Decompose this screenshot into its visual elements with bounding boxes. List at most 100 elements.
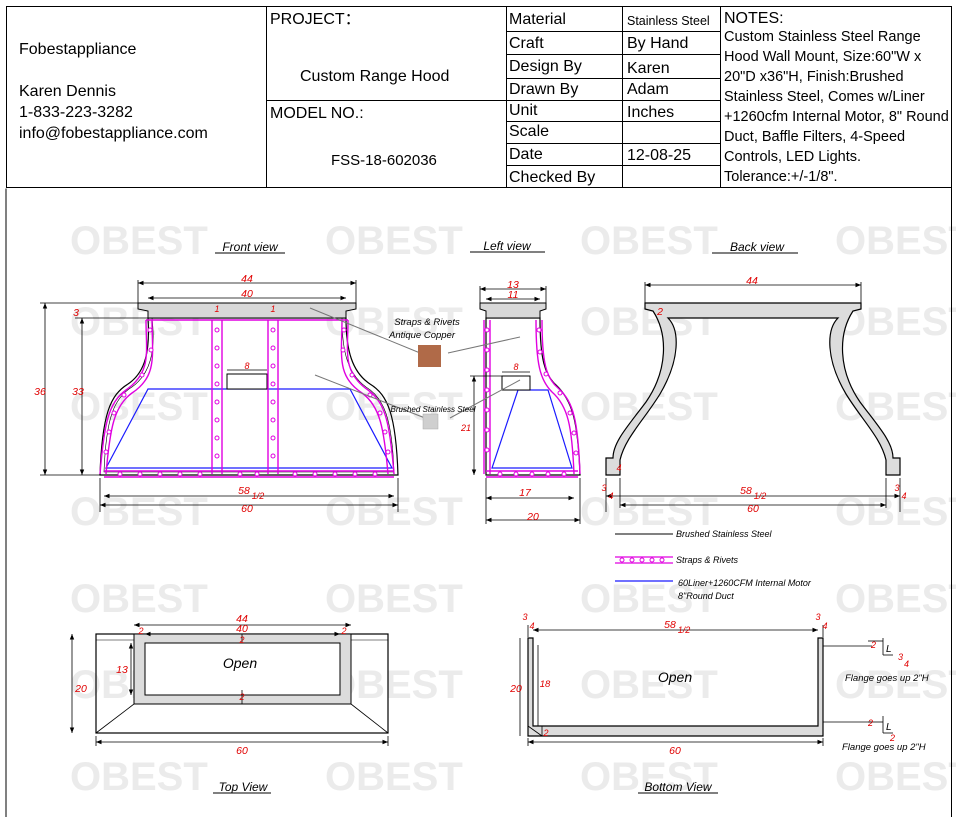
dim-top-inner: 40 bbox=[236, 623, 248, 635]
dim-back-right-fraction-den: 4 bbox=[901, 491, 906, 501]
watermark-text: OBEST bbox=[325, 385, 463, 429]
front-straps bbox=[99, 319, 395, 478]
dim-front-crown-height: 3 bbox=[73, 307, 79, 319]
dim-left-bottom-depth: 20 bbox=[526, 511, 539, 523]
left-view-title: Left view bbox=[483, 239, 532, 253]
dim-top-opening-depth: 13 bbox=[116, 664, 128, 676]
top-view-title: Top View bbox=[219, 780, 269, 794]
dim-bottom-inner: 58 bbox=[664, 619, 676, 631]
dim-bottom-flange: 2 bbox=[542, 728, 548, 738]
legend-straps: Straps & Rivets bbox=[676, 555, 739, 565]
dim-top-center: 2 bbox=[238, 635, 244, 645]
email-address: info@fobestappliance.com bbox=[19, 125, 208, 142]
dim-bottom-left-fraction-num: 3 bbox=[522, 612, 527, 622]
left-view: Left view bbox=[460, 239, 581, 524]
watermark-text: OBEST bbox=[580, 490, 718, 534]
contact-name: Karen Dennis bbox=[19, 83, 116, 100]
watermark-text: OBEST bbox=[835, 755, 956, 799]
callout-straps-finish: Antique Copper bbox=[388, 330, 456, 341]
dim-front-bottom-inner: 58 bbox=[238, 485, 250, 497]
bottom-view-title: Bottom View bbox=[644, 780, 712, 794]
watermark-text: OBEST bbox=[580, 219, 718, 263]
dim-top-left: 2 bbox=[137, 626, 143, 636]
watermark-text: OBEST bbox=[835, 577, 956, 621]
left-rivets bbox=[484, 327, 579, 477]
dim-left-body-depth: 11 bbox=[508, 289, 519, 301]
watermark-layer: OBEST OBEST OBEST OBEST OBEST OBEST OBES… bbox=[70, 219, 956, 799]
left-straps bbox=[483, 319, 581, 478]
watermark-text: OBEST bbox=[70, 755, 208, 799]
legend-duct: 8"Round Duct bbox=[678, 591, 734, 601]
dim-flange-3: 2 bbox=[889, 733, 895, 743]
spec-value-unit: Inches bbox=[627, 104, 675, 121]
project-name: Custom Range Hood bbox=[300, 68, 450, 85]
spec-label-scale: Scale bbox=[509, 123, 550, 140]
bottom-view: 3 4 58 1/2 3 4 20 18 2 60 Open Bottom Vi… bbox=[509, 612, 872, 794]
dim-flange-fraction-den: 4 bbox=[904, 659, 909, 669]
front-view-title: Front view bbox=[222, 240, 279, 254]
front-duct bbox=[226, 373, 268, 390]
spec-value-material: Stainless Steel bbox=[627, 14, 710, 28]
dim-front-width-top: 44 bbox=[241, 273, 253, 285]
watermark-text: OBEST bbox=[325, 755, 463, 799]
flange-note-top: Flange goes up 2"H bbox=[845, 673, 929, 684]
watermark-text: OBEST bbox=[325, 219, 463, 263]
copper-swatch bbox=[418, 345, 441, 367]
watermark-text: OBEST bbox=[70, 219, 208, 263]
watermark-text: OBEST bbox=[580, 577, 718, 621]
legend-liner: 60Liner+1260CFM Internal Motor bbox=[678, 578, 812, 588]
spec-label-unit: Unit bbox=[509, 102, 538, 119]
dim-top-depth: 20 bbox=[74, 683, 87, 695]
top-open-label: Open bbox=[223, 655, 257, 671]
title-block-grid bbox=[5, 6, 952, 817]
dim-back-inner: 58 bbox=[740, 485, 752, 497]
spec-value-date: 12-08-25 bbox=[627, 147, 692, 164]
back-hood-frame bbox=[605, 302, 901, 476]
dim-back-right-fraction-num: 3 bbox=[894, 483, 899, 493]
watermark-text: OBEST bbox=[325, 577, 463, 621]
watermark-text: OBEST bbox=[325, 490, 463, 534]
dim-front-bottom-width: 60 bbox=[241, 503, 253, 515]
bottom-open-label: Open bbox=[658, 669, 692, 685]
dim-flange-fraction-num: 3 bbox=[898, 652, 903, 662]
model-label: MODEL NO.: bbox=[270, 105, 364, 122]
dim-bottom-inner-fraction: 1/2 bbox=[678, 625, 691, 635]
dim-front-strap-width: 1 bbox=[214, 304, 219, 314]
dim-bottom-left-fraction-den: 4 bbox=[529, 621, 534, 631]
watermark-text: OBEST bbox=[580, 755, 718, 799]
dim-bottom-width: 60 bbox=[669, 745, 681, 757]
material-callouts: Straps & Rivets Antique Copper Brushed S… bbox=[309, 307, 521, 430]
dim-flange-2: 2 bbox=[867, 718, 873, 728]
dim-left-bottom-inner: 17 bbox=[519, 487, 532, 499]
spec-value-craft: By Hand bbox=[627, 35, 689, 52]
notes-title: NOTES: bbox=[724, 10, 784, 27]
dim-front-total-height: 36 bbox=[34, 386, 46, 398]
dim-bottom-depth: 20 bbox=[509, 683, 522, 695]
top-opening bbox=[144, 642, 341, 696]
dim-front-duct: 8 bbox=[244, 361, 249, 371]
callout-straps-title: Straps & Rivets bbox=[394, 317, 460, 328]
front-liner bbox=[105, 388, 393, 469]
dim-left-duct: 8 bbox=[513, 362, 518, 372]
front-hood-body bbox=[99, 317, 399, 476]
front-rivets bbox=[103, 327, 391, 477]
spec-label-material: Material bbox=[509, 11, 566, 28]
dim-back-foot: 4 bbox=[616, 463, 621, 473]
dim-back-inner-fraction: 1/2 bbox=[754, 491, 767, 501]
spec-value-drawn-by: Adam bbox=[627, 81, 669, 98]
left-liner bbox=[491, 389, 573, 469]
dim-top-outer: 44 bbox=[236, 613, 248, 625]
spec-label-checked-by: Checked By bbox=[509, 169, 596, 186]
flange-details: 2 L 3 4 2 L 2 Flange goes up 2"H Flange … bbox=[842, 638, 929, 753]
dim-front-width-inner: 40 bbox=[241, 288, 253, 300]
dim-bottom-inner-depth: 18 bbox=[540, 679, 551, 690]
watermark-text: OBEST bbox=[835, 219, 956, 263]
dim-left-liner-height: 21 bbox=[460, 423, 471, 433]
watermark-text: OBEST bbox=[835, 490, 956, 534]
front-crown bbox=[137, 302, 357, 319]
front-view: Front view bbox=[34, 240, 399, 515]
dim-back-crown: 2 bbox=[656, 306, 663, 318]
company-name: Fobestappliance bbox=[19, 41, 137, 58]
dim-front-body-height: 33 bbox=[72, 386, 84, 398]
